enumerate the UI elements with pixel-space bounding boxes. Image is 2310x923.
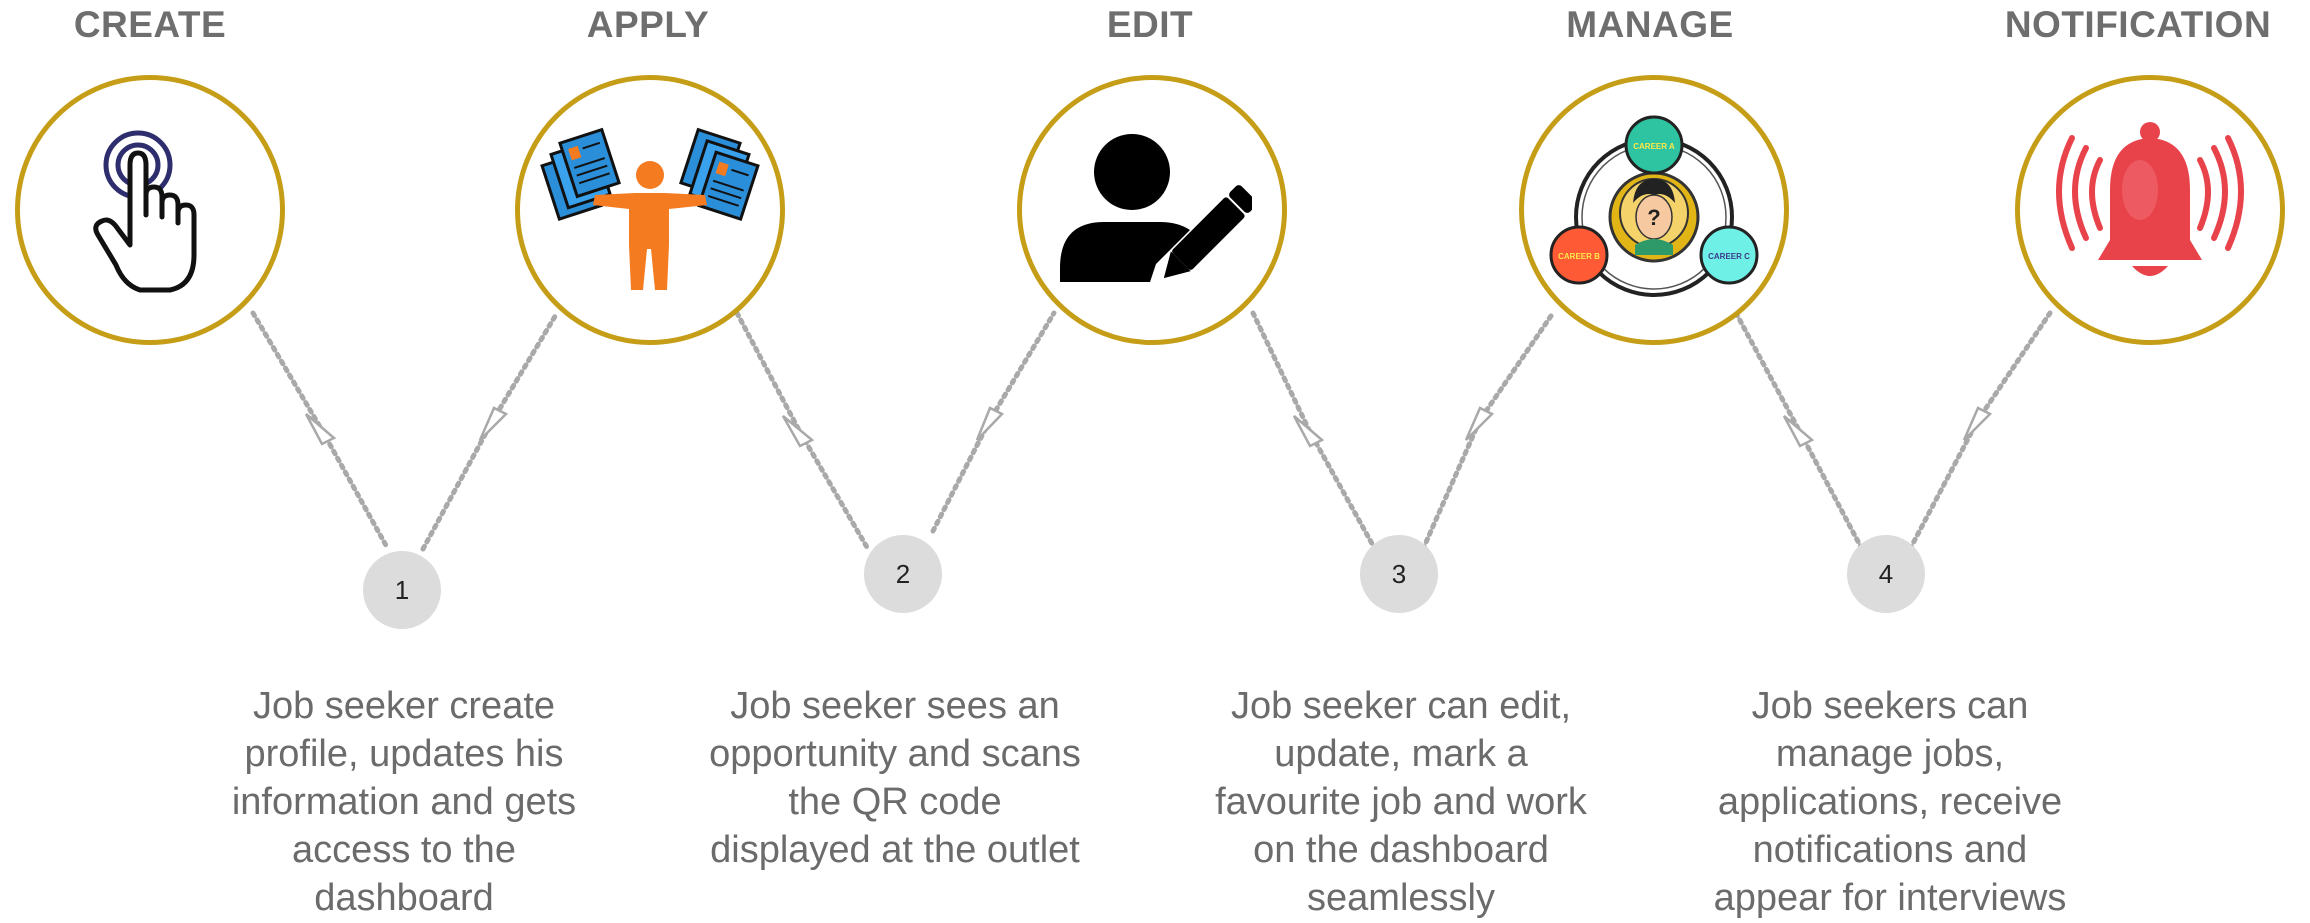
stage-circle-edit bbox=[1017, 75, 1287, 345]
stage-title-notification: NOTIFICATION bbox=[2004, 4, 2272, 45]
step-description-3: Job seeker can edit, update, mark a favo… bbox=[1215, 685, 1587, 919]
tap-hand-icon bbox=[93, 130, 197, 293]
career-options-icon: ? CAREER A CAREER B CAREER C bbox=[1549, 115, 1759, 297]
user-edit-icon bbox=[1060, 134, 1252, 282]
stage-circle-apply bbox=[515, 75, 785, 345]
arrowhead bbox=[1782, 415, 1815, 448]
step-badge-4: 4 bbox=[1847, 535, 1925, 613]
career-a-label: CAREER A bbox=[1633, 142, 1675, 151]
step-description-2: Job seeker sees an opportunity and scans… bbox=[709, 685, 1081, 871]
arrowhead bbox=[781, 415, 815, 448]
stage-title-apply: APPLY bbox=[586, 4, 710, 45]
step-badge-2: 2 bbox=[864, 535, 942, 613]
career-c-label: CAREER C bbox=[1708, 252, 1750, 261]
arrowhead bbox=[1464, 406, 1495, 441]
step-description-4: Job seekers can manage jobs, application… bbox=[1713, 685, 2067, 919]
career-b-label: CAREER B bbox=[1558, 252, 1600, 261]
stage-circle-create bbox=[15, 75, 285, 345]
bell-icon bbox=[2056, 122, 2244, 276]
stage-title-manage: MANAGE bbox=[1566, 4, 1734, 45]
step-badge-3: 3 bbox=[1360, 535, 1438, 613]
arrowhead bbox=[1292, 415, 1325, 448]
arrowhead bbox=[975, 406, 1005, 441]
stage-circle-notification bbox=[2015, 75, 2285, 345]
arrowhead bbox=[304, 413, 337, 446]
stage-circle-manage: ? CAREER A CAREER B CAREER C bbox=[1519, 75, 1789, 345]
connector-step-4-to-notification bbox=[1907, 310, 2053, 552]
resume-person-icon bbox=[540, 127, 760, 290]
svg-text:?: ? bbox=[1647, 205, 1660, 230]
stage-title-edit: EDIT bbox=[1106, 4, 1194, 45]
step-description-1: Job seeker create profile, updates his i… bbox=[231, 685, 577, 919]
connector-edit-to-step-3 bbox=[1250, 310, 1378, 552]
stage-title-create: CREATE bbox=[73, 4, 227, 45]
arrowhead bbox=[1962, 406, 1993, 441]
step-badge-1: 1 bbox=[363, 551, 441, 629]
arrowhead bbox=[478, 406, 509, 441]
connector-step-3-to-manage bbox=[1420, 310, 1556, 552]
